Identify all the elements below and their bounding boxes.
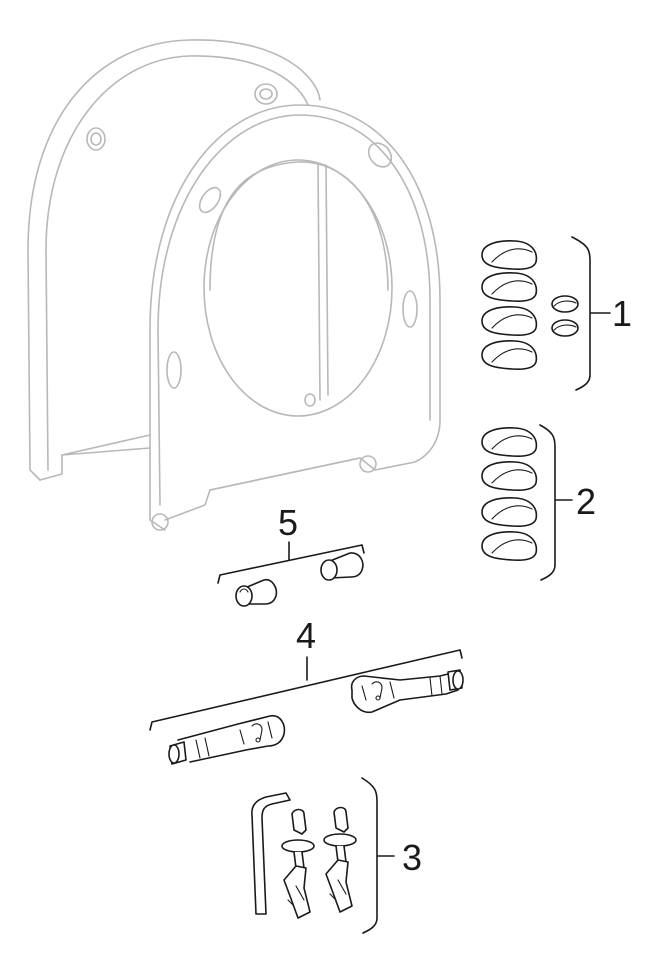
buffer-pad: [481, 240, 538, 271]
buffer-pad: [481, 531, 538, 562]
axle-right: [350, 669, 464, 714]
bracket-5: [217, 544, 365, 584]
callout-4: 4: [296, 615, 316, 656]
buffer-pad: [481, 272, 538, 303]
axle-left: [168, 714, 286, 765]
callout-5: 5: [278, 502, 298, 543]
buffer-pad: [481, 306, 538, 337]
fixing-bolt-left: [281, 808, 315, 919]
part-4-axles: 4: [149, 615, 464, 765]
callout-1: 1: [612, 293, 632, 334]
hex-key: [251, 792, 291, 915]
small-buffer: [551, 319, 579, 337]
toilet-lid: [27, 39, 321, 481]
buffer-pad: [481, 340, 538, 371]
part-1-buffers: 1: [481, 236, 632, 391]
buffer-pad: [481, 427, 538, 458]
sleeve: [320, 552, 364, 581]
part-5-sleeves: 5: [217, 502, 365, 607]
bracket-3: [361, 777, 395, 934]
buffer-pad: [481, 497, 538, 528]
bracket-1: [571, 236, 611, 391]
buffer-pad: [481, 461, 538, 492]
toilet-seat: [149, 104, 441, 531]
sleeve: [235, 578, 278, 607]
callout-2: 2: [576, 481, 596, 522]
small-buffer: [551, 295, 579, 313]
bracket-2: [539, 424, 573, 581]
part-3-fixings: 3: [251, 777, 422, 934]
bracket-4: [149, 649, 463, 731]
fixing-bolt-right: [323, 806, 357, 913]
callout-3: 3: [402, 837, 422, 878]
part-2-buffers: 2: [481, 424, 596, 581]
